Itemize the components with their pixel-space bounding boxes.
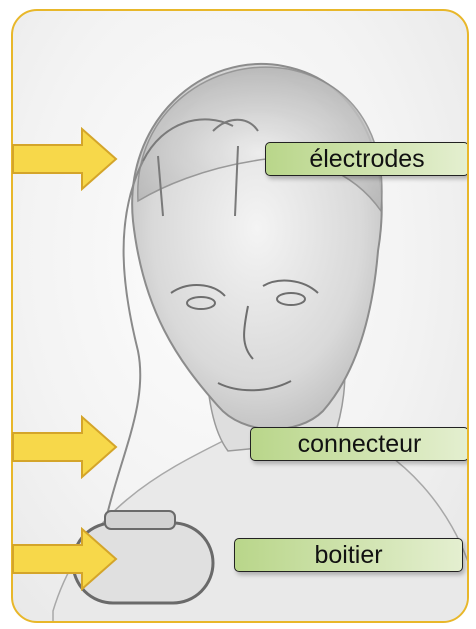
arrow-case-icon [12,527,118,591]
label-electrodes-text: électrodes [309,145,424,174]
label-case-text: boitier [314,541,382,570]
label-connector-text: connecteur [298,430,422,459]
label-connector: connecteur [250,427,469,461]
label-electrodes: électrodes [265,142,469,176]
label-case: boitier [234,538,463,572]
arrow-connector-icon [12,415,118,479]
arrow-electrodes-icon [12,127,118,191]
